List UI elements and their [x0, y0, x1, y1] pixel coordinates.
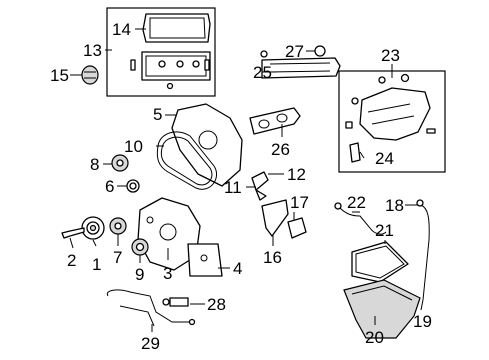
callout-1: 1 [92, 255, 101, 274]
callout-4: 4 [233, 259, 242, 278]
callout-15: 15 [50, 66, 69, 85]
intake-manifold-gaskets [345, 121, 361, 163]
crankshaft-seal [126, 179, 140, 193]
callout-21: 21 [375, 221, 394, 240]
valve-cover-gasket [142, 13, 211, 43]
oil-pan [343, 279, 421, 339]
callout-5: 5 [153, 105, 162, 124]
callout-26: 26 [271, 140, 290, 159]
callout-17: 17 [290, 193, 309, 212]
callout-29: 29 [141, 334, 160, 353]
callout-7: 7 [113, 248, 122, 267]
timing-chain [156, 131, 218, 190]
fuel-rail [260, 50, 341, 79]
leader-lines [69, 28, 424, 332]
oil-pressure-sensor [162, 297, 189, 307]
callout-3: 3 [163, 264, 172, 283]
callout-11: 11 [224, 178, 242, 197]
oil-filler-cap [81, 65, 99, 85]
crankcase-vent-hose [106, 289, 196, 327]
callout-27: 27 [285, 42, 304, 61]
callout-9: 9 [135, 265, 144, 284]
callout-22: 22 [347, 193, 366, 212]
callout-8: 8 [90, 155, 99, 174]
oil-pump [131, 238, 149, 256]
callout-18: 18 [385, 196, 404, 215]
callout-19: 19 [413, 312, 432, 331]
callout-12: 12 [287, 165, 306, 184]
callout-6: 6 [105, 177, 114, 196]
pulley-bolt [61, 227, 85, 239]
idler-sprocket [111, 154, 129, 172]
crankshaft-pulley [81, 216, 105, 240]
callout-13: 13 [83, 41, 102, 60]
timing-cover [171, 103, 243, 187]
callout-2: 2 [67, 251, 76, 270]
oil-pan-gasket [351, 241, 409, 283]
callout-23: 23 [381, 46, 400, 65]
intake-manifold [351, 73, 436, 141]
crankshaft-sprocket [109, 217, 127, 235]
front-cover-gasket [187, 243, 223, 277]
callout-14: 14 [112, 20, 131, 39]
chain-tensioner [251, 171, 269, 201]
valve-cover [130, 51, 211, 90]
exhaust-manifold-gasket [249, 107, 301, 135]
oil-pickup-bracket [261, 199, 307, 239]
valve-cover-group-box [106, 7, 216, 97]
callout-10: 10 [124, 137, 143, 156]
callout-labels: 1 2 3 4 5 6 7 8 9 10 11 12 13 14 15 16 1… [50, 20, 432, 353]
injector-seal [314, 45, 326, 57]
callout-28: 28 [207, 295, 226, 314]
oil-pickup-tube [334, 202, 387, 235]
oil-dipstick [416, 199, 430, 301]
callout-24: 24 [375, 149, 394, 168]
callout-20: 20 [365, 328, 384, 347]
callout-16: 16 [263, 248, 282, 267]
callout-25: 25 [253, 63, 272, 82]
